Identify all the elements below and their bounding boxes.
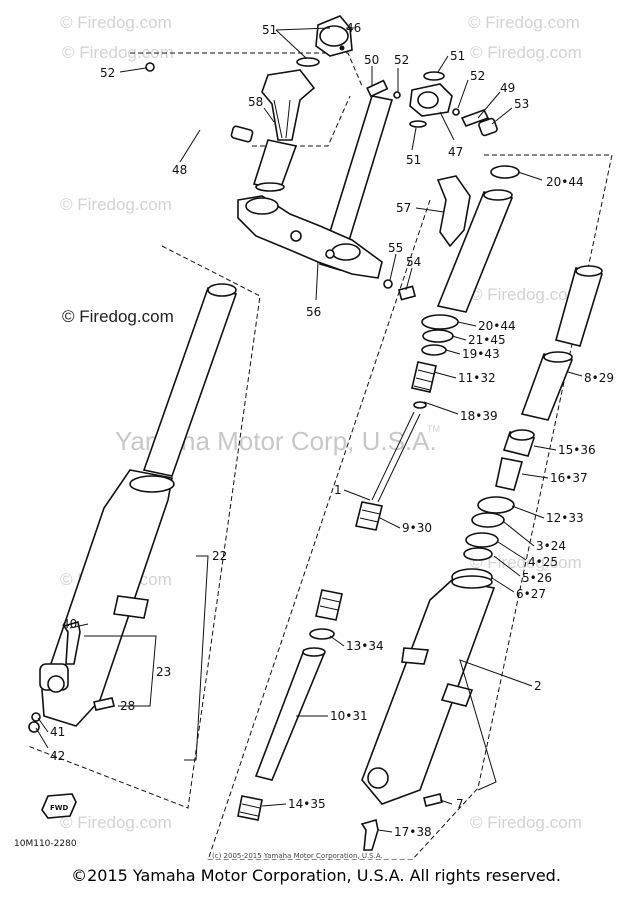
center-internal-parts (237, 314, 459, 821)
callout-17-38: 17•38 (394, 825, 432, 839)
callout-41: 41 (50, 725, 65, 739)
watermark-firedog-1: © Firedog.com (60, 13, 172, 32)
cap-46 (315, 15, 353, 57)
cap-nut-53 (478, 117, 498, 137)
oring-51c (409, 120, 427, 128)
fwd-arrow: FWD (41, 793, 77, 819)
watermark-firedog-11: © Firedog.com (470, 813, 582, 832)
callout-58: 58 (248, 95, 263, 109)
callout-19-43: 19•43 (462, 347, 500, 361)
callout-51b: 51 (450, 49, 465, 63)
right-fork-dashed-frame (207, 154, 613, 860)
callout-14-35: 14•35 (288, 797, 326, 811)
callout-47: 47 (448, 145, 463, 159)
watermark-firedog-5: © Firedog.com (60, 195, 172, 214)
callout-52a: 52 (100, 66, 115, 80)
callout-51a: 51 (262, 23, 277, 37)
callout-54: 54 (406, 255, 421, 269)
bleed-screw-28 (93, 697, 115, 711)
callout-42: 42 (50, 749, 65, 763)
callout-4-25: 4•25 (528, 555, 558, 569)
callout-18-39: 18•39 (460, 409, 498, 423)
callout-1: 1 (334, 483, 342, 497)
callout-49: 49 (500, 81, 515, 95)
watermark-firedog-2: © Firedog.com (468, 13, 580, 32)
callout-22: 22 (212, 549, 227, 563)
callout-10-31: 10•31 (330, 709, 368, 723)
callout-3-24: 3•24 (536, 539, 566, 553)
oring-51b (423, 71, 445, 81)
callout-57: 57 (396, 201, 411, 215)
callout-20-44b: 20•44 (478, 319, 516, 333)
bolt-50 (366, 79, 389, 98)
watermark-firedog-7: © Firedog.com (470, 285, 582, 304)
callout-23: 23 (156, 665, 171, 679)
callout-46: 46 (346, 21, 361, 35)
watermark-firedog-6: © Firedog.com (62, 307, 174, 326)
callout-52c: 52 (470, 69, 485, 83)
callout-13-34: 13•34 (346, 639, 384, 653)
callout-12-33: 12•33 (546, 511, 584, 525)
watermark-tm: TM (427, 424, 440, 434)
watermark-firedog-3: © Firedog.com (62, 43, 174, 62)
bolt-54 (397, 285, 417, 301)
callout-15-36: 15•36 (558, 443, 596, 457)
under-bracket (237, 195, 383, 279)
callout-5-26: 5•26 (522, 571, 552, 585)
callout-2: 2 (534, 679, 542, 693)
callout-8-29: 8•29 (584, 371, 614, 385)
callout-53: 53 (514, 97, 529, 111)
fwd-label: FWD (50, 804, 69, 812)
callout-40: 40 (62, 617, 77, 631)
oring-51-top (296, 57, 320, 67)
small-copyright: (c) 2005-2015 Yamaha Motor Corporation, … (212, 852, 383, 860)
callout-6-27: 6•27 (516, 587, 546, 601)
watermark-firedog-4: © Firedog.com (470, 43, 582, 62)
washer-52b (393, 91, 401, 99)
clamp-47 (409, 83, 453, 117)
front-fork-exploded-diagram: © Firedog.com © Firedog.com © Firedog.co… (14, 13, 614, 860)
callout-55: 55 (388, 241, 403, 255)
washer-41 (31, 712, 41, 722)
callout-28: 28 (120, 699, 135, 713)
callout-52b: 52 (394, 53, 409, 67)
copyright-footer: ©2015 Yamaha Motor Corporation, U.S.A. A… (71, 866, 561, 885)
right-fork-assembly (361, 265, 604, 805)
callout-51c: 51 (406, 153, 421, 167)
callout-11-32: 11•32 (458, 371, 496, 385)
diagram-code: 10M110-2280 (14, 839, 77, 849)
bolt-17-38 (360, 818, 379, 851)
left-fork-dashed-frame (27, 245, 261, 809)
handlebar-holder (261, 69, 316, 141)
bleed-screw-7 (423, 793, 443, 807)
ring-20-44-top (490, 165, 520, 179)
callout-16-37: 16•37 (550, 471, 588, 485)
bracket-57 (436, 175, 471, 248)
bolt-40 (62, 620, 81, 665)
callout-50: 50 (364, 53, 379, 67)
leader-lines (35, 27, 583, 833)
callout-21-45: 21•45 (468, 333, 506, 347)
callout-56: 56 (306, 305, 321, 319)
callout-48: 48 (172, 163, 187, 177)
callout-20-44a: 20•44 (546, 175, 584, 189)
washer-55 (383, 279, 393, 289)
brake-hose (145, 62, 254, 143)
watermark-firedog-10: © Firedog.com (60, 813, 172, 832)
callout-9-30: 9•30 (402, 521, 432, 535)
washer-52c (452, 108, 460, 116)
callout-7: 7 (456, 797, 464, 811)
